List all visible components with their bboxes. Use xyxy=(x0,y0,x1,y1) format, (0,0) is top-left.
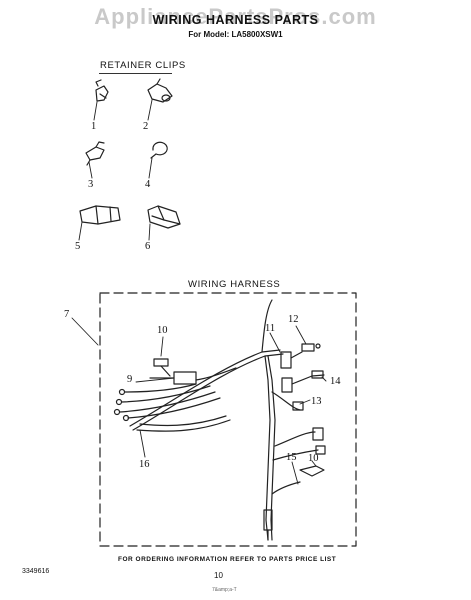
wiring-harness-part xyxy=(113,299,326,541)
clip-6-part xyxy=(147,205,181,229)
callout-5: 5 xyxy=(75,241,81,252)
callout-14: 14 xyxy=(330,376,341,387)
callout-10-top: 10 xyxy=(157,325,168,336)
callout-10-bottom: 10 xyxy=(308,453,319,464)
callout-1: 1 xyxy=(91,121,97,132)
model-subtitle: For Model: LA5800XSW1 xyxy=(188,30,283,39)
callout-15: 15 xyxy=(286,452,297,463)
retainer-clips-underline xyxy=(99,73,172,74)
clip-3-part xyxy=(85,141,105,166)
retainer-clips-heading: RETAINER CLIPS xyxy=(100,60,186,71)
clip-5-part xyxy=(79,205,121,225)
callout-12: 12 xyxy=(288,314,299,325)
ordering-note: FOR ORDERING INFORMATION REFER TO PARTS … xyxy=(118,556,337,563)
callout-7: 7 xyxy=(64,309,70,320)
callout-6: 6 xyxy=(145,241,151,252)
clip-1-part xyxy=(95,79,109,102)
wiring-harness-frame xyxy=(99,292,357,547)
page-title: WIRING HARNESS PARTS xyxy=(152,13,319,27)
footer-smudge-text: 7&amp;a-T xyxy=(212,587,237,593)
callout-2: 2 xyxy=(143,121,149,132)
callout-11: 11 xyxy=(265,323,276,334)
callout-16: 16 xyxy=(139,459,150,470)
clip-leader-lines xyxy=(78,99,153,241)
document-number: 3349616 xyxy=(22,568,50,575)
leader-7 xyxy=(71,317,99,346)
callout-4: 4 xyxy=(145,179,151,190)
callout-9: 9 xyxy=(127,374,133,385)
clip-2-part xyxy=(147,78,173,103)
wiring-harness-heading: WIRING HARNESS xyxy=(188,279,281,290)
clip-4-part xyxy=(150,141,168,159)
watermark-logo: AppliancePartsPros.com xyxy=(94,4,377,29)
harness-leader-lines xyxy=(135,325,327,485)
callout-3: 3 xyxy=(88,179,94,190)
callout-13: 13 xyxy=(311,396,322,407)
page-number: 10 xyxy=(214,571,223,580)
